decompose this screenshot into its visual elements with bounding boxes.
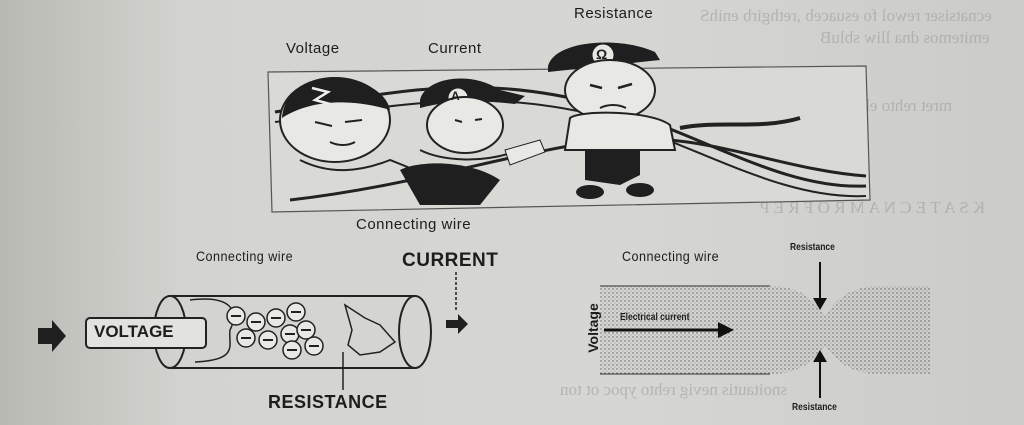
pipe-resistance-label: RESISTANCE (268, 392, 388, 412)
resistance-cap-symbol: Ω (596, 46, 608, 62)
current-character (400, 78, 546, 205)
electron-signs (231, 311, 319, 351)
current-cap-symbol: A (451, 89, 460, 103)
resistance-label: Resistance (574, 5, 654, 22)
voltage-box (85, 317, 207, 349)
electrical-current-arrow-icon (718, 322, 734, 338)
input-arrow-icon (38, 320, 66, 352)
resistance-bottom-label: Resistance (792, 402, 837, 413)
pipe-connecting-wire-label: Connecting wire (196, 248, 294, 264)
current-arrow-icon (446, 314, 468, 334)
current-label: Current (428, 40, 482, 57)
constriction-voltage-label: Voltage (584, 303, 601, 353)
electrical-current-label: Electrical current (620, 312, 690, 323)
conductor-channel (600, 286, 930, 374)
resistance-character (548, 42, 677, 199)
wire-end (679, 116, 801, 130)
voltage-character (279, 77, 411, 172)
constriction-connecting-wire-label: Connecting wire (622, 248, 720, 264)
resistance-top-arrow-icon (813, 298, 827, 310)
pipe-right-opening (398, 295, 432, 369)
connecting-wire-label: Connecting wire (356, 216, 472, 233)
resistance-top-label: Resistance (790, 242, 835, 253)
pipe-voltage-label: VOLTAGE (94, 322, 174, 341)
voltage-pusher (189, 298, 235, 363)
voltage-label: Voltage (286, 40, 340, 57)
resistance-bottom-arrow-icon (813, 350, 827, 362)
pipe-current-label: CURRENT (402, 250, 499, 271)
resistance-hand-icon (343, 303, 397, 356)
